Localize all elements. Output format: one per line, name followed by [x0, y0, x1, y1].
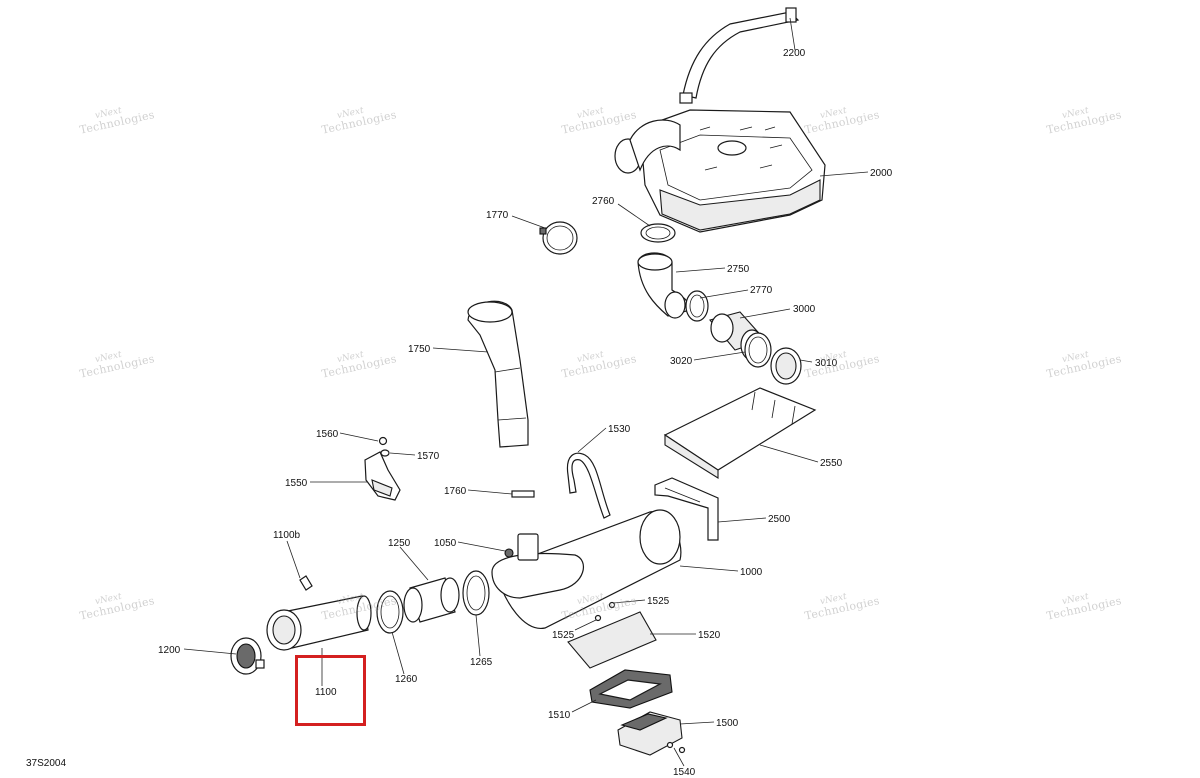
part-1770-clamp[interactable] — [539, 221, 578, 255]
label-2760[interactable]: 2760 — [592, 196, 615, 207]
part-2200-strap[interactable] — [679, 7, 800, 104]
label-1250[interactable]: 1250 — [388, 538, 411, 549]
label-1500[interactable]: 1500 — [716, 718, 739, 729]
part-1570-washer[interactable] — [380, 449, 390, 457]
label-2770[interactable]: 2770 — [750, 285, 773, 296]
part-1260-clamp[interactable] — [376, 590, 404, 634]
part-3020-ring[interactable] — [744, 332, 772, 368]
label-1540[interactable]: 1540 — [673, 767, 696, 778]
label-1260[interactable]: 1260 — [395, 674, 418, 685]
part-1525-screw-b[interactable] — [594, 614, 602, 622]
label-3020[interactable]: 3020 — [670, 356, 693, 367]
part-1560-nut[interactable] — [378, 436, 388, 446]
label-1570[interactable]: 1570 — [417, 451, 440, 462]
part-1760-tie[interactable] — [511, 490, 535, 498]
part-2550-plate[interactable] — [663, 387, 817, 479]
label-1000[interactable]: 1000 — [740, 567, 763, 578]
label-1265[interactable]: 1265 — [470, 657, 493, 668]
part-1100b-screw[interactable] — [299, 575, 313, 591]
label-1510[interactable]: 1510 — [548, 710, 571, 721]
label-1525-b[interactable]: 1525 — [552, 630, 575, 641]
label-1050[interactable]: 1050 — [434, 538, 457, 549]
part-2770-clamp[interactable] — [685, 290, 709, 322]
part-1520-skid[interactable] — [567, 611, 657, 669]
highlight-box-1100 — [295, 655, 366, 726]
part-1000-silencer[interactable] — [491, 509, 682, 629]
label-2500[interactable]: 2500 — [768, 514, 791, 525]
label-1530[interactable]: 1530 — [608, 424, 631, 435]
label-1560[interactable]: 1560 — [316, 429, 339, 440]
part-1250-coupler[interactable] — [403, 577, 460, 623]
part-2760-clamp[interactable] — [640, 223, 676, 243]
label-1200[interactable]: 1200 — [158, 645, 181, 656]
label-1760[interactable]: 1760 — [444, 486, 467, 497]
part-1530-strap[interactable] — [566, 452, 611, 519]
part-1500-pad[interactable] — [617, 711, 683, 756]
part-labels: 2200 2000 2760 1770 2750 2770 3000 3020 … — [158, 48, 893, 778]
label-2550[interactable]: 2550 — [820, 458, 843, 469]
part-2000-airbox[interactable] — [614, 109, 826, 233]
part-1100-tube[interactable] — [266, 595, 372, 651]
label-1520[interactable]: 1520 — [698, 630, 721, 641]
label-2000[interactable]: 2000 — [870, 168, 893, 179]
label-3010[interactable]: 3010 — [815, 358, 838, 369]
part-1525-screw-a[interactable] — [608, 601, 616, 609]
part-1265-clamp[interactable] — [462, 570, 490, 616]
part-1550-bracket[interactable] — [364, 451, 401, 501]
label-1100[interactable]: 1100 — [315, 687, 337, 698]
label-2750[interactable]: 2750 — [727, 264, 750, 275]
part-1050-nut[interactable] — [504, 548, 514, 558]
label-1525-a[interactable]: 1525 — [647, 596, 670, 607]
part-1200-clamp[interactable] — [230, 637, 265, 675]
label-2200[interactable]: 2200 — [783, 48, 806, 59]
label-3000[interactable]: 3000 — [793, 304, 816, 315]
part-2750-elbow[interactable] — [637, 252, 691, 319]
part-1510-brackets[interactable] — [589, 669, 673, 709]
label-1750[interactable]: 1750 — [408, 344, 431, 355]
part-1540-fasteners[interactable] — [666, 741, 686, 754]
leader-lines — [183, 17, 869, 767]
label-1550[interactable]: 1550 — [285, 478, 308, 489]
label-1770[interactable]: 1770 — [486, 210, 509, 221]
diagram-code: 37S2004 — [26, 758, 67, 769]
part-1750-duct[interactable] — [467, 300, 529, 448]
part-2500-bracket[interactable] — [654, 477, 719, 541]
label-1100b[interactable]: 1100b — [273, 530, 301, 541]
part-3010-ring[interactable] — [770, 347, 802, 385]
